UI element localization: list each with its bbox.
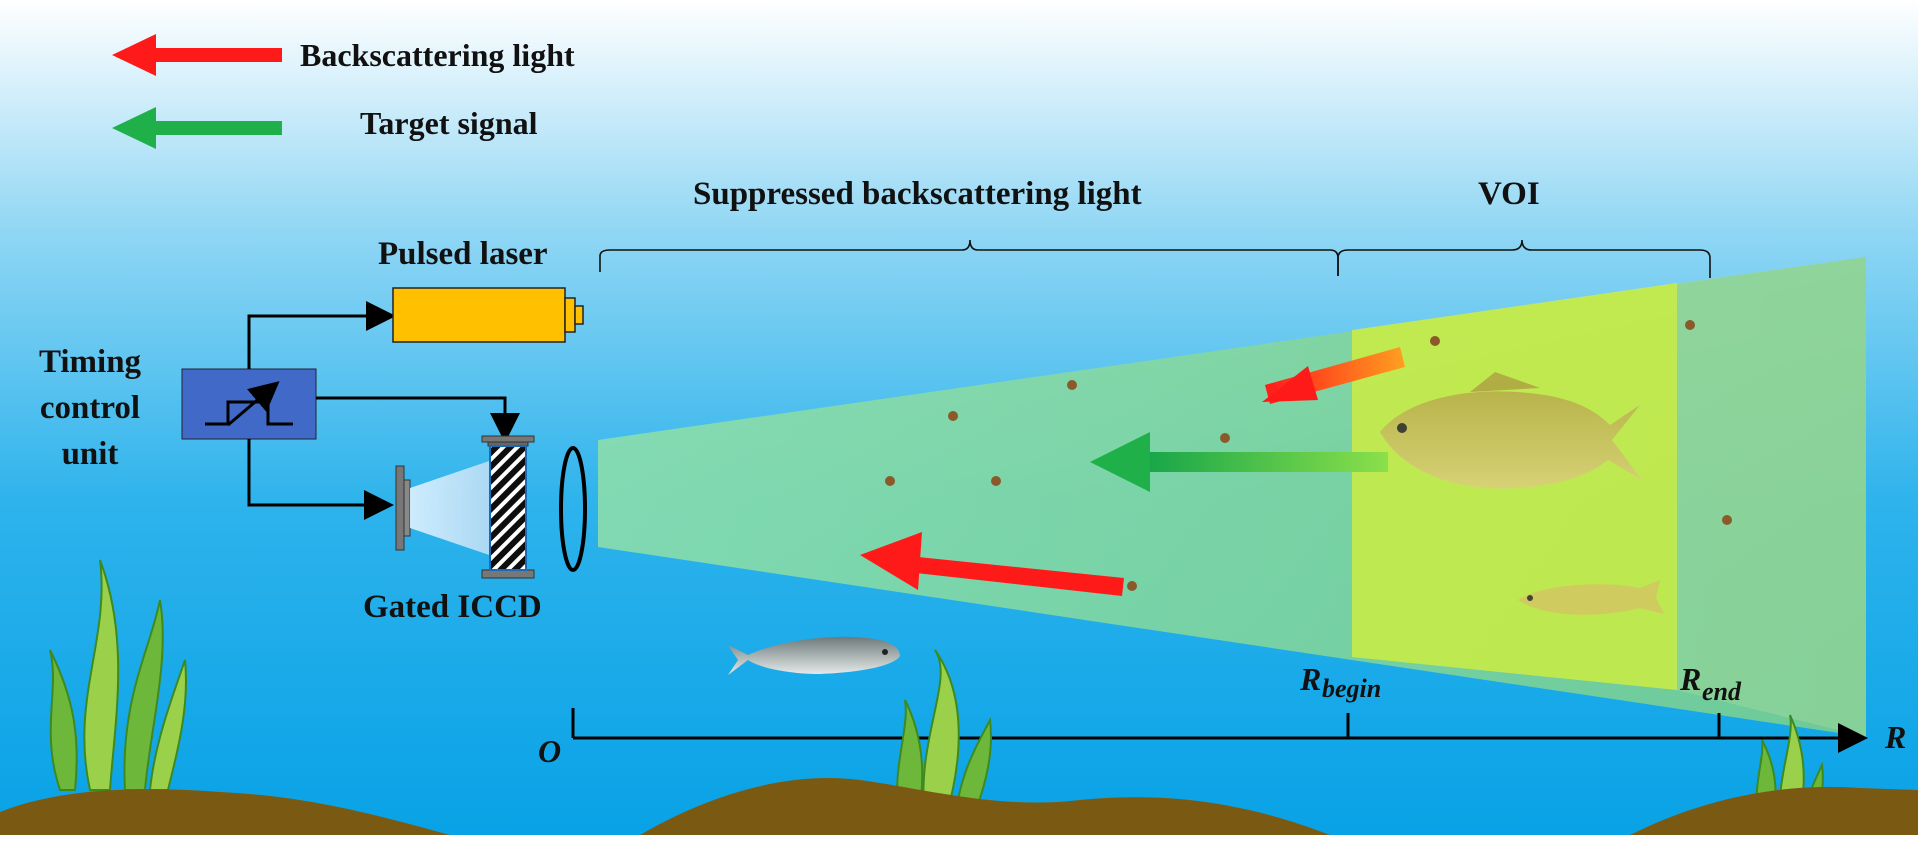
- pulsed-laser-label: Pulsed laser: [378, 236, 548, 272]
- distance-axis: [571, 708, 1868, 753]
- r-begin-label: R begin: [1299, 661, 1381, 703]
- timing-label-line1: Timing: [39, 344, 142, 380]
- gated-iccd-label: Gated ICCD: [363, 589, 542, 625]
- pulsed-laser-device: [392, 287, 584, 343]
- fish-outside-beam: [728, 636, 900, 675]
- timing-control-box: [181, 368, 317, 440]
- voi-label: VOI: [1478, 176, 1540, 212]
- voi-region-brace: [1337, 239, 1711, 278]
- scattering-particles: [885, 320, 1732, 591]
- svg-text:begin: begin: [1322, 674, 1381, 703]
- seaweed-left: [49, 559, 187, 791]
- legend-target-label: Target signal: [360, 105, 538, 141]
- timing-label-line3: unit: [62, 436, 119, 472]
- legend: Backscattering light Target signal: [112, 34, 575, 149]
- target-signal-arrow: [1090, 432, 1388, 492]
- gated-iccd-device: [395, 435, 535, 579]
- small-fish-in-voi: [1518, 580, 1664, 615]
- axis-origin-label: O: [538, 733, 561, 769]
- legend-target-arrow-icon: [112, 107, 282, 149]
- suppressed-region-brace: [599, 239, 1339, 276]
- svg-text:R: R: [1299, 661, 1321, 697]
- svg-text:end: end: [1702, 677, 1742, 706]
- r-end-label: R end: [1679, 661, 1742, 706]
- legend-backscatter-label: Backscattering light: [300, 37, 575, 73]
- backscatter-arrow-upper: [1262, 347, 1405, 404]
- timing-label-line2: control: [40, 390, 140, 426]
- seabed: [0, 778, 1918, 835]
- svg-text:R: R: [1679, 661, 1701, 697]
- carp-fish-target: [1380, 372, 1642, 489]
- beyond-voi-region: [1677, 257, 1866, 737]
- axis-r-label: R: [1884, 719, 1906, 755]
- receiver-lens: [559, 446, 587, 572]
- legend-backscatter-arrow-icon: [112, 34, 282, 76]
- backscatter-arrow-lower: [860, 532, 1124, 596]
- suppressed-backscatter-label: Suppressed backscattering light: [693, 176, 1142, 212]
- control-wiring: [247, 301, 520, 520]
